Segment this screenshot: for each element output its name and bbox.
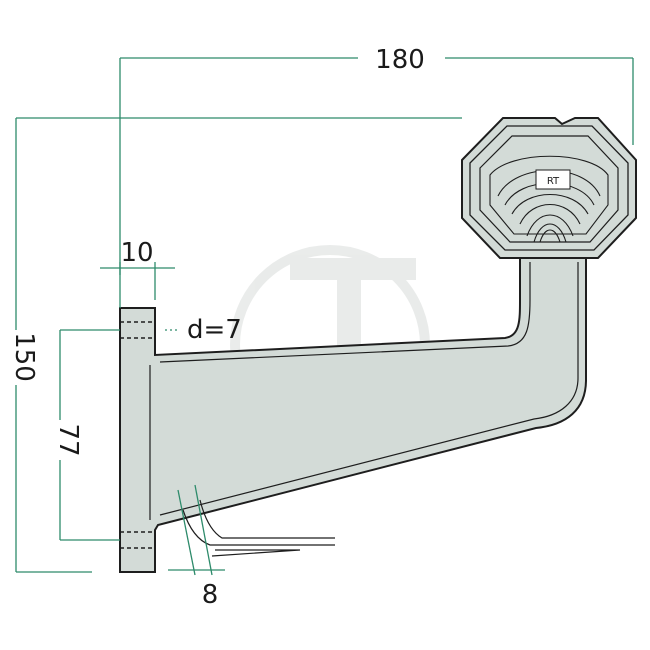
mount-holes [120, 321, 155, 549]
dim-180: 180 [375, 45, 425, 75]
dim-150: 150 [9, 332, 39, 382]
rt-label: RT [547, 176, 560, 187]
dim-8: 8 [202, 580, 219, 610]
arm-section-detail [182, 499, 335, 557]
dim-10: 10 [120, 238, 153, 268]
dim-d7: d=7 [187, 315, 242, 345]
bracket-inner-line [159, 262, 579, 516]
rt-label-box [535, 169, 571, 190]
bracket-body [119, 257, 587, 573]
dimension-lines [15, 57, 634, 576]
dim-77: 77 [53, 423, 83, 456]
lamp-head: RT [461, 117, 637, 259]
